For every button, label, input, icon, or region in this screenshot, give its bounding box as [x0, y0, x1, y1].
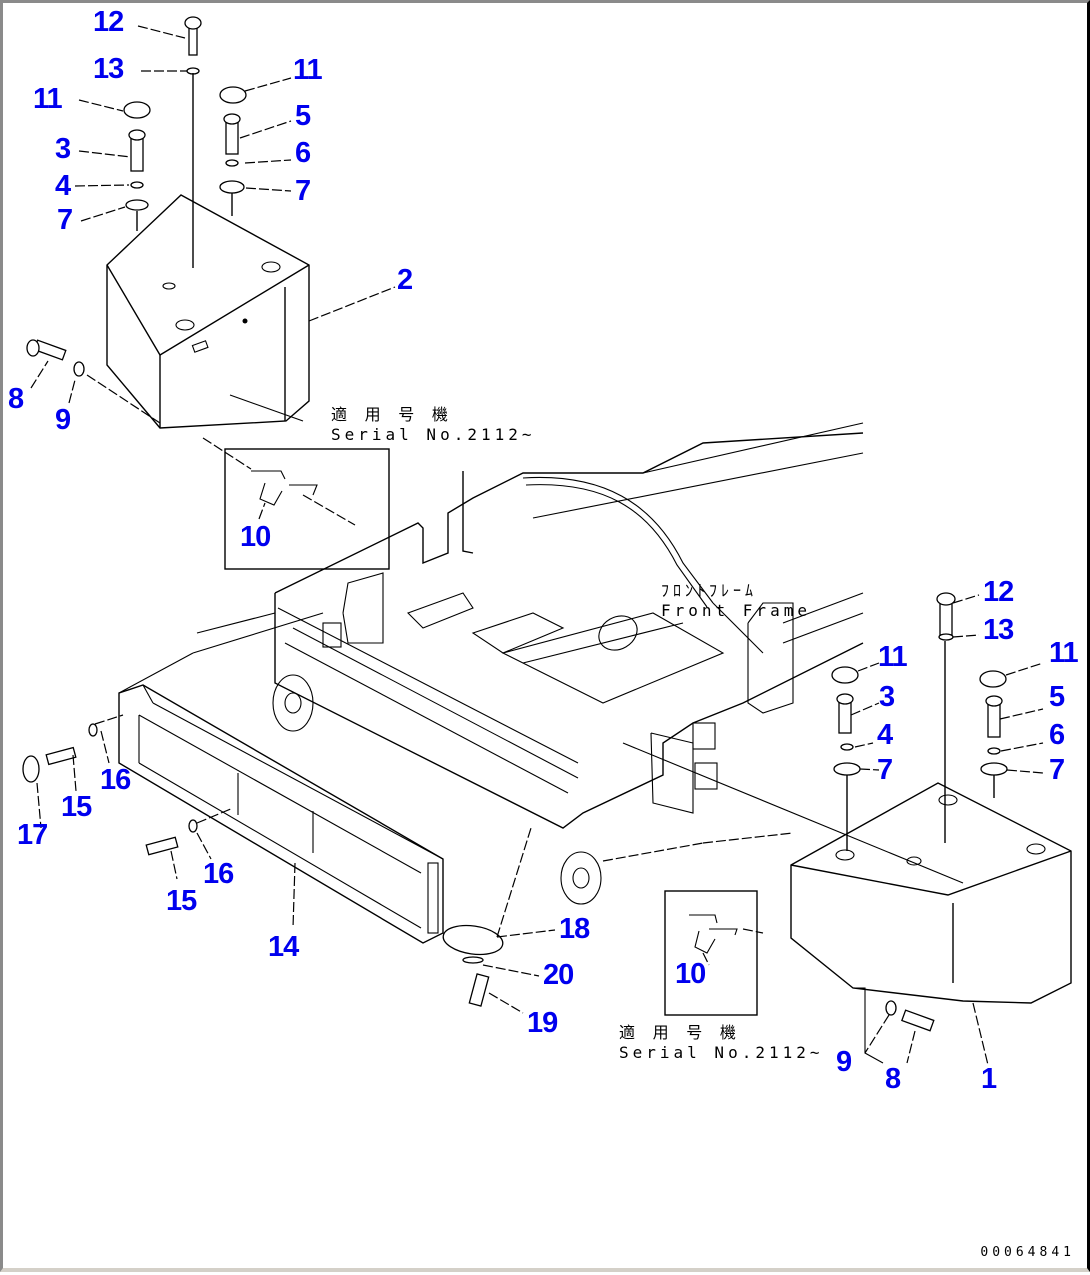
hardware-left-stack	[26, 16, 247, 424]
callout-8[interactable]: 8	[8, 383, 24, 415]
callout-11[interactable]: 11	[293, 54, 323, 86]
front-frame-label-en: Front Frame	[661, 601, 811, 620]
callout-6[interactable]: 6	[1049, 719, 1065, 751]
serial-box-lower	[664, 890, 764, 1016]
serial-note-upper-jp: 適 用 号 機	[331, 405, 452, 424]
hardware-right-stack	[831, 592, 1044, 1066]
callout-7[interactable]: 7	[295, 175, 311, 207]
callout-18[interactable]: 18	[559, 913, 590, 945]
front-frame-label-jp: ﾌﾛﾝﾄﾌﾚｰﾑ	[661, 581, 758, 600]
serial-note-lower: 適 用 号 機 Serial No.2112~	[619, 1023, 824, 1063]
callout-5[interactable]: 5	[295, 100, 311, 132]
serial-note-lower-en: Serial No.2112~	[619, 1043, 824, 1062]
front-cover	[118, 612, 444, 944]
callout-3[interactable]: 3	[879, 681, 895, 713]
callout-11[interactable]: 11	[33, 83, 63, 115]
front-frame	[196, 422, 964, 905]
callout-17[interactable]: 17	[17, 819, 48, 851]
callout-19[interactable]: 19	[527, 1007, 558, 1039]
callout-6[interactable]: 6	[295, 137, 311, 169]
callout-15[interactable]: 15	[61, 791, 92, 823]
serial-note-lower-jp: 適 用 号 機	[619, 1023, 740, 1042]
counterweight-left	[106, 194, 310, 429]
front-frame-label: ﾌﾛﾝﾄﾌﾚｰﾑ Front Frame	[661, 581, 811, 621]
serial-note-upper: 適 用 号 機 Serial No.2112~	[331, 405, 536, 445]
callout-16[interactable]: 16	[100, 764, 131, 796]
callout-8[interactable]: 8	[885, 1063, 901, 1095]
callout-13[interactable]: 13	[93, 53, 124, 85]
callout-14[interactable]: 14	[268, 931, 299, 963]
callout-15[interactable]: 15	[166, 885, 197, 917]
callout-10[interactable]: 10	[675, 958, 706, 990]
callout-9[interactable]: 9	[836, 1046, 852, 1078]
callout-7[interactable]: 7	[1049, 754, 1065, 786]
leader-lines-upper-left	[30, 25, 396, 404]
hardware-bottom-center	[442, 827, 556, 1014]
serial-note-upper-en: Serial No.2112~	[331, 425, 536, 444]
callout-10[interactable]: 10	[240, 521, 271, 553]
document-number: 00064841	[980, 1245, 1075, 1260]
callout-12[interactable]: 12	[983, 576, 1014, 608]
callout-7[interactable]: 7	[877, 754, 893, 786]
callout-9[interactable]: 9	[55, 404, 71, 436]
hardware-lower-left	[22, 714, 296, 929]
callout-3[interactable]: 3	[55, 133, 71, 165]
callout-4[interactable]: 4	[877, 719, 893, 751]
callout-13[interactable]: 13	[983, 614, 1014, 646]
callout-20[interactable]: 20	[543, 959, 574, 991]
callout-4[interactable]: 4	[55, 170, 71, 202]
callout-12[interactable]: 12	[93, 6, 124, 38]
serial-box-upper	[202, 437, 390, 570]
parts-drawing	[22, 16, 1072, 1066]
callout-7[interactable]: 7	[57, 204, 73, 236]
callout-2[interactable]: 2	[397, 264, 413, 296]
counterweight-right	[790, 782, 1072, 1064]
callout-11[interactable]: 11	[878, 641, 908, 673]
callout-16[interactable]: 16	[203, 858, 234, 890]
callout-11[interactable]: 11	[1049, 637, 1079, 669]
callout-5[interactable]: 5	[1049, 681, 1065, 713]
callout-1[interactable]: 1	[981, 1063, 997, 1095]
